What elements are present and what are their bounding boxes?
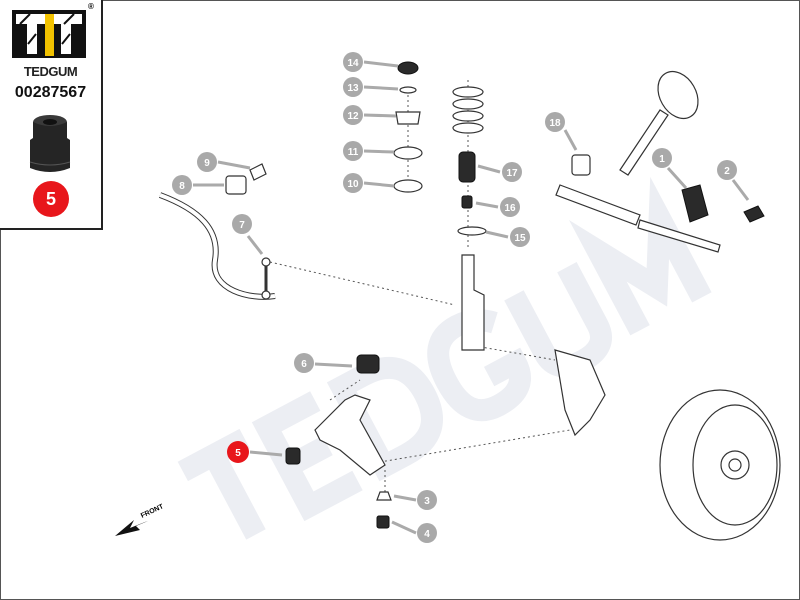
guide-lines [269, 80, 571, 500]
rear-bushing [356, 354, 380, 374]
callout-9[interactable]: 9 [197, 152, 217, 172]
callout-5-highlighted[interactable]: 5 [227, 441, 249, 463]
callout-15[interactable]: 15 [510, 227, 530, 247]
wheel [659, 389, 781, 541]
part-number: 00287567 [14, 84, 87, 101]
svg-text:14: 14 [347, 58, 359, 69]
callout-4[interactable]: 4 [417, 523, 437, 543]
callout-7[interactable]: 7 [232, 214, 252, 234]
svg-text:13: 13 [347, 83, 359, 94]
svg-text:8: 8 [179, 181, 185, 192]
callout-2[interactable]: 2 [717, 160, 737, 180]
svg-text:16: 16 [504, 203, 516, 214]
tie-rod-end [743, 205, 765, 223]
lower-control-arm [314, 394, 386, 476]
callout-10[interactable]: 10 [343, 173, 363, 193]
callout-16[interactable]: 16 [500, 197, 520, 217]
tedgum-logo [12, 10, 86, 58]
steering-assembly [555, 70, 765, 253]
coil-spring [452, 86, 484, 134]
watermark-lettering [177, 176, 712, 540]
dust-boot [458, 151, 476, 183]
strut-mount [395, 111, 421, 125]
bump-stop [461, 195, 473, 209]
svg-text:9: 9 [204, 158, 210, 169]
svg-text:7: 7 [239, 220, 245, 231]
registered-mark: ® [88, 2, 94, 11]
front-label: FRONT [140, 503, 165, 520]
bushing-clamp [249, 163, 267, 181]
svg-text:17: 17 [506, 168, 518, 179]
callout-17[interactable]: 17 [502, 162, 522, 182]
svg-text:15: 15 [514, 233, 526, 244]
callout-18[interactable]: 18 [545, 112, 565, 132]
steering-bushing [571, 154, 591, 176]
callout-6[interactable]: 6 [294, 353, 314, 373]
stabilizer-bar [158, 192, 276, 300]
product-info-panel: ® TEDGUM 00287567 5 [0, 0, 103, 230]
callout-13[interactable]: 13 [343, 77, 363, 97]
svg-text:4: 4 [424, 529, 430, 540]
svg-text:3: 3 [424, 496, 430, 507]
steering-boot [681, 184, 709, 223]
steering-knuckle [554, 349, 606, 437]
bushing-product-image [29, 115, 71, 172]
highlighted-position-badge: 5 [33, 181, 69, 217]
front-arrow-icon [115, 520, 148, 536]
stabilizer-bushing [225, 175, 247, 195]
shock-absorber [461, 254, 485, 351]
ball-joint [376, 515, 390, 529]
callout-11[interactable]: 11 [343, 141, 363, 161]
front-bushing-5 [285, 447, 301, 465]
svg-text:6: 6 [301, 359, 307, 370]
spring-seat [457, 226, 487, 236]
callout-14[interactable]: 14 [343, 52, 363, 72]
ball-joint-boot [376, 491, 392, 501]
callout-8[interactable]: 8 [172, 175, 192, 195]
svg-text:12: 12 [347, 111, 359, 122]
svg-text:18: 18 [549, 118, 561, 129]
brand-name: TEDGUM [23, 64, 78, 79]
svg-text:10: 10 [347, 179, 359, 190]
svg-text:1: 1 [659, 154, 665, 165]
svg-text:11: 11 [348, 147, 359, 158]
callout-12[interactable]: 12 [343, 105, 363, 125]
svg-text:2: 2 [724, 166, 730, 177]
callout-3[interactable]: 3 [417, 490, 437, 510]
top-mount-cap [397, 61, 419, 75]
svg-text:5: 5 [235, 448, 241, 459]
callout-1[interactable]: 1 [652, 148, 672, 168]
